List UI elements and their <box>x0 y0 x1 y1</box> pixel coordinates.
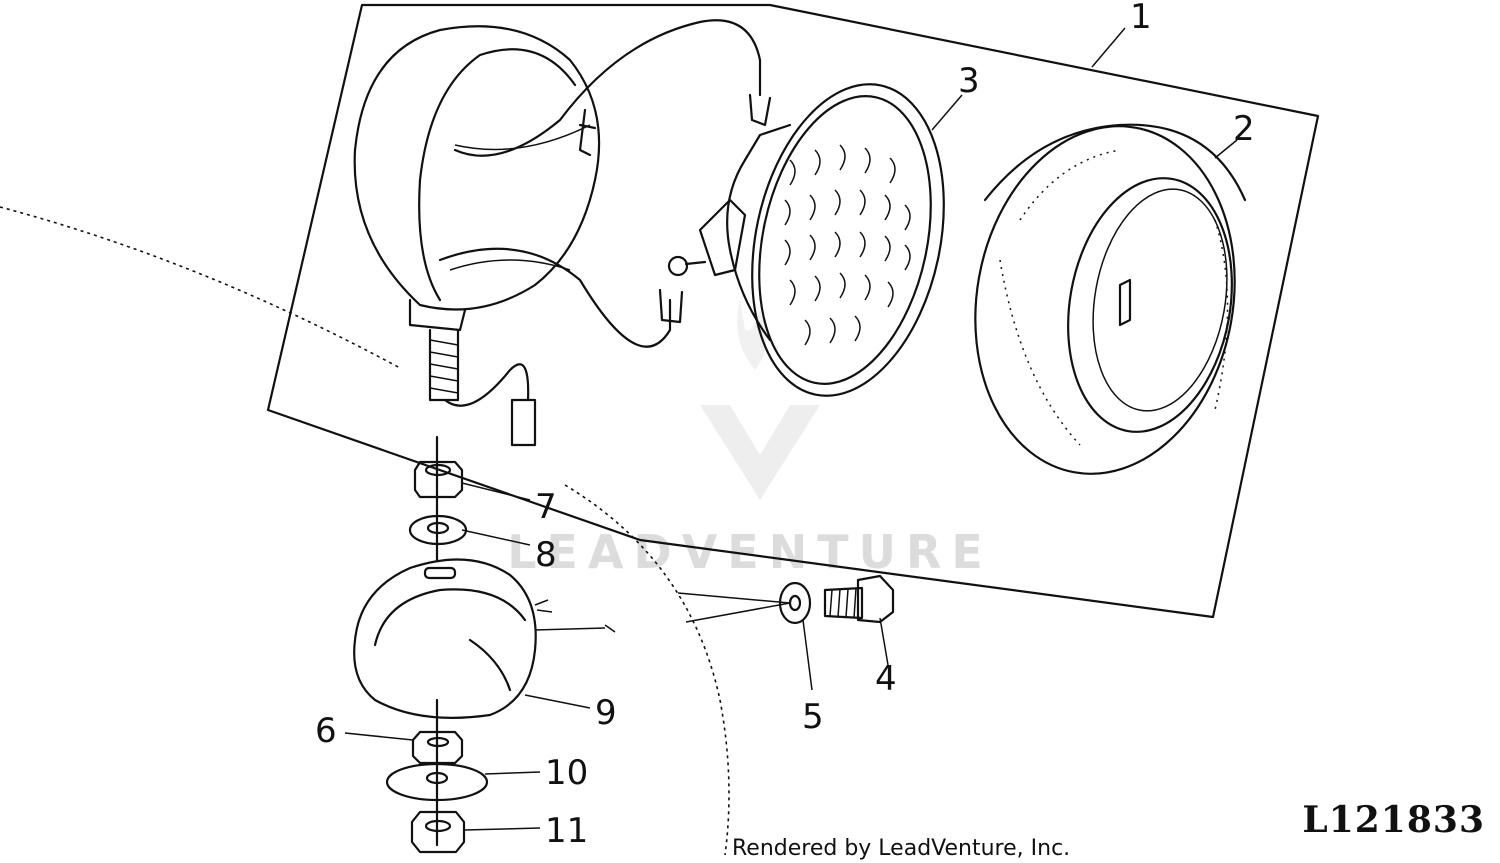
callout-7: 7 <box>535 487 557 527</box>
callout-labels: 1 2 3 4 5 6 7 8 9 10 11 <box>315 0 1255 851</box>
sealed-beam-lamp <box>667 83 945 397</box>
leader-lines <box>344 27 1238 831</box>
cap-screw <box>823 574 895 624</box>
callout-2: 2 <box>1233 109 1255 149</box>
rubber-gasket <box>974 123 1247 475</box>
callout-4: 4 <box>875 659 897 699</box>
callout-9: 9 <box>595 693 617 733</box>
hex-nut-middle <box>411 730 464 765</box>
callout-3: 3 <box>958 61 980 101</box>
callout-5: 5 <box>802 697 824 737</box>
mounting-bracket <box>353 558 616 719</box>
hex-nut-top <box>413 460 464 499</box>
flat-washer <box>385 762 489 802</box>
lamp-housing <box>353 25 601 402</box>
watermark-text: LEADVENTURE <box>507 525 993 579</box>
figure-id: L121833 <box>1302 799 1485 841</box>
mount-line-left <box>0 206 401 369</box>
bolt-lock-washer <box>778 581 812 625</box>
callout-8: 8 <box>535 535 557 575</box>
callout-10: 10 <box>545 753 588 793</box>
credit-line: Rendered by LeadVenture, Inc. <box>732 836 1070 861</box>
callout-6: 6 <box>315 711 337 751</box>
callout-11: 11 <box>545 811 588 851</box>
bolt-line <box>677 592 791 623</box>
lock-washer <box>408 514 468 546</box>
lamp-wiring <box>438 19 772 447</box>
hex-nut-bottom <box>410 810 466 854</box>
assembly-outline <box>266 3 1320 619</box>
callout-1: 1 <box>1130 0 1152 37</box>
watermark-logo <box>700 300 820 500</box>
